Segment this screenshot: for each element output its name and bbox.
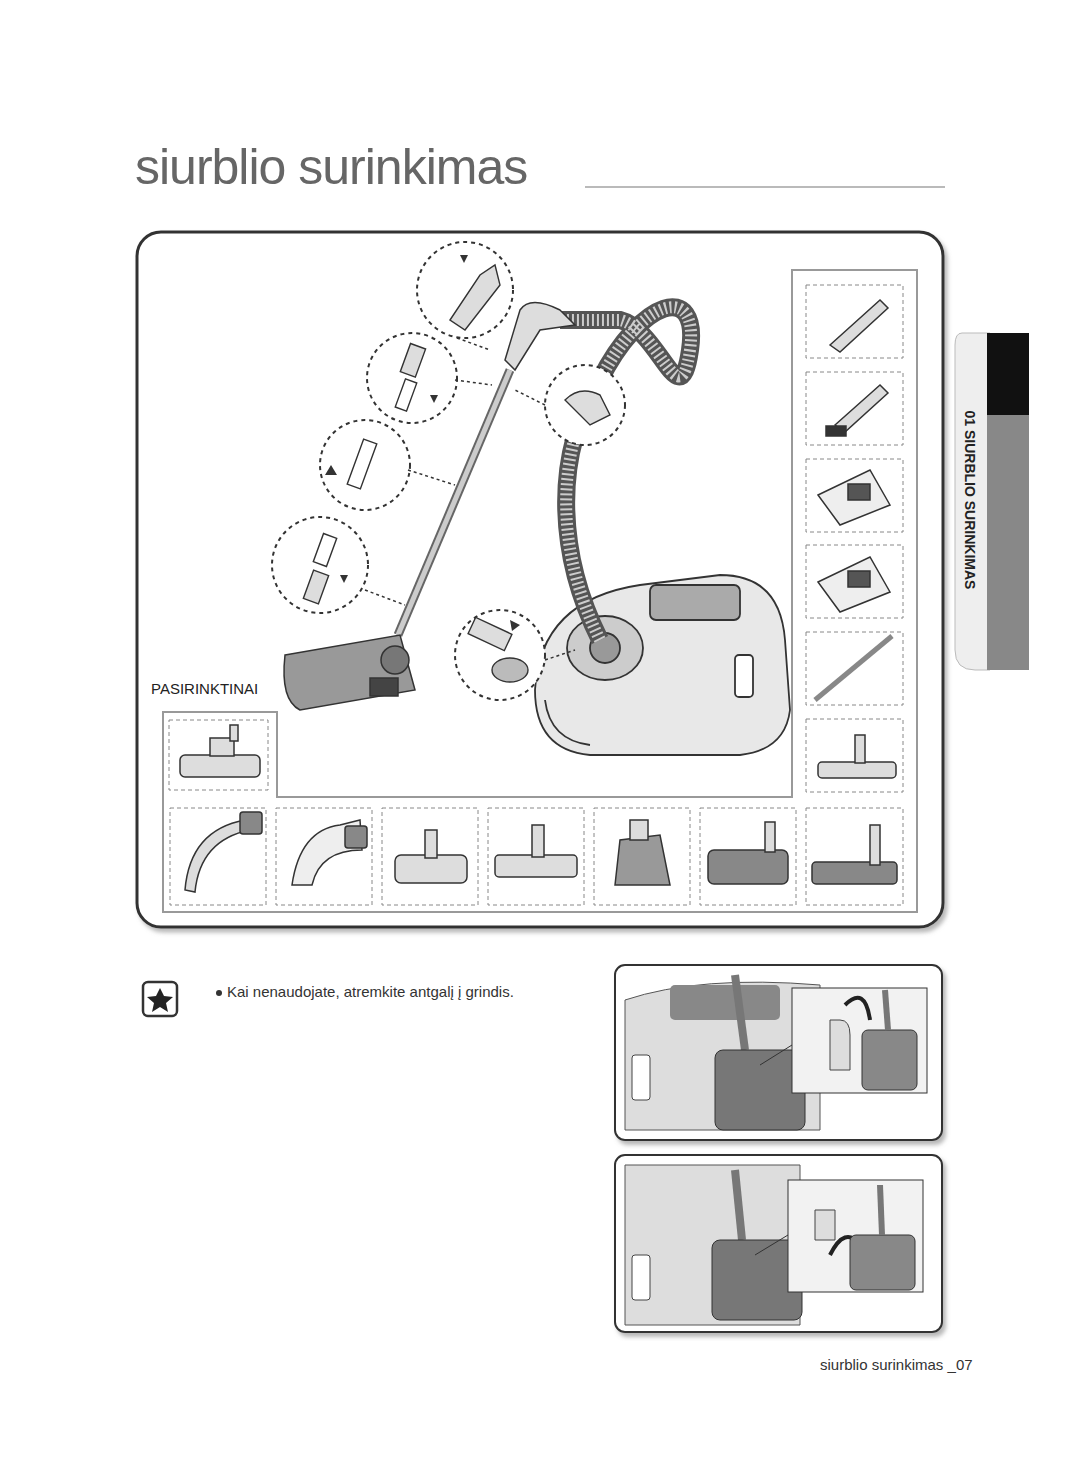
page-footer: siurblio surinkimas _07 bbox=[820, 1356, 973, 1373]
heading-text: PASIRINKTINAI bbox=[151, 680, 258, 697]
heading-text: 01 SIURBLIO SURINKIMAS bbox=[962, 411, 978, 590]
section-tab: 01 SIURBLIO SURINKIMAS bbox=[962, 411, 978, 590]
page-title: siurblio surinkimas bbox=[135, 138, 527, 196]
note-text: Kai nenaudojate, atremkite antgalį į gri… bbox=[227, 983, 514, 1000]
optional-heading: PASIRINKTINAI bbox=[151, 680, 258, 697]
